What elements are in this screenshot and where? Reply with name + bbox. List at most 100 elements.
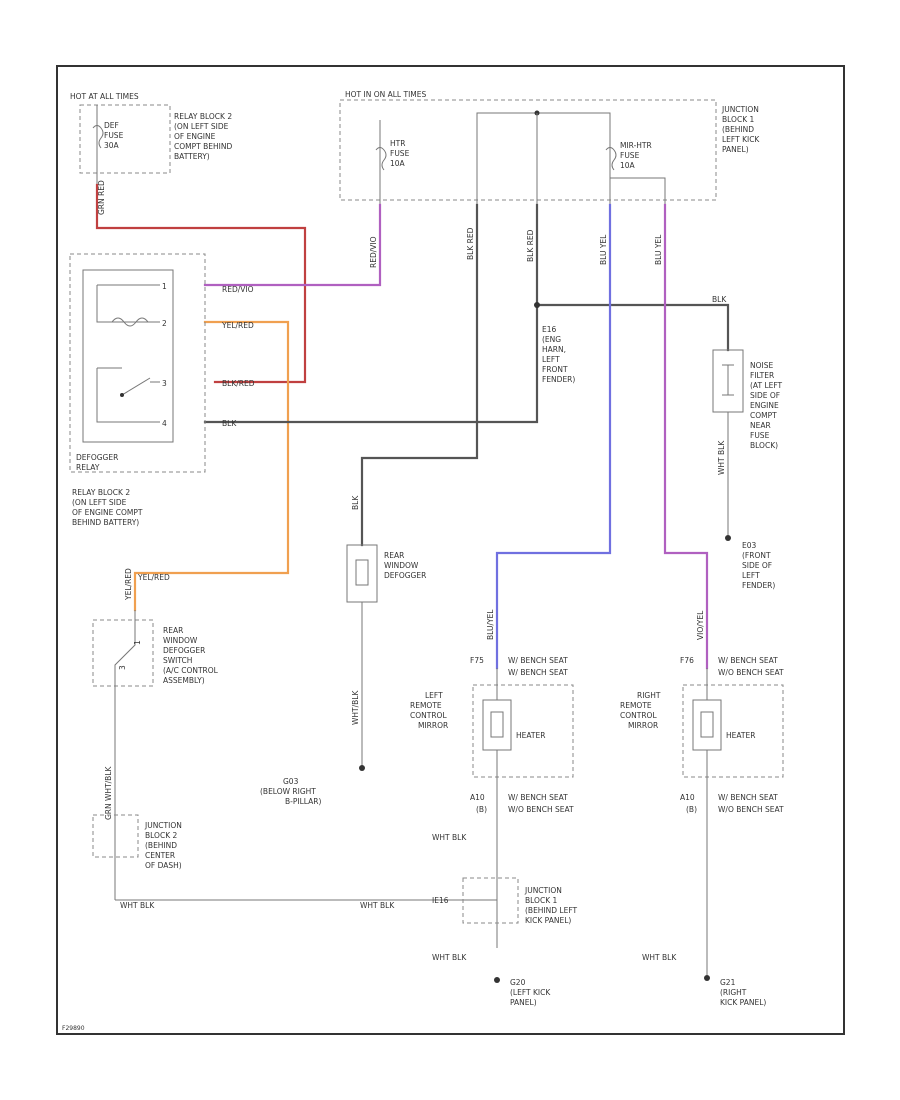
svg-text:F76: F76: [680, 656, 694, 665]
svg-text:WINDOW: WINDOW: [163, 636, 198, 645]
wire-code-switch: YEL/RED: [124, 568, 133, 601]
svg-text:W/O BENCH SEAT: W/O BENCH SEAT: [508, 805, 574, 814]
wire-code-bottom-2: WHT BLK: [360, 901, 395, 910]
wire-code-defog-blk: BLK: [351, 495, 360, 510]
svg-text:(FRONT: (FRONT: [742, 551, 771, 560]
wire-code-bottom-1: WHT BLK: [120, 901, 155, 910]
svg-text:W/ BENCH SEAT: W/ BENCH SEAT: [718, 793, 778, 802]
footer-code: F29890: [62, 1025, 85, 1032]
capacitor-icon: [722, 364, 734, 396]
junction-block-2: JUNCTION BLOCK 2 (BEHIND CENTER OF DASH): [92, 814, 182, 870]
left-heater-body: [482, 699, 512, 751]
svg-text:E03: E03: [742, 541, 757, 550]
switch-outline: [92, 619, 154, 687]
junction-bus: [476, 112, 611, 205]
wire-code-defog-wht: WHT/BLK: [351, 690, 360, 725]
wire-black-relay-4: [203, 203, 539, 424]
svg-text:ENGINE: ENGINE: [750, 401, 779, 410]
svg-text:(BEHIND LEFT: (BEHIND LEFT: [525, 906, 578, 915]
svg-text:PANEL): PANEL): [722, 145, 749, 154]
svg-text:FUSE: FUSE: [750, 431, 770, 440]
ground-g03-icon: [359, 765, 365, 771]
wire-black-defogger: [360, 203, 479, 547]
svg-text:FUSE: FUSE: [390, 149, 410, 158]
relay-name-2: RELAY: [76, 463, 100, 472]
svg-text:2: 2: [162, 319, 167, 328]
top-left-power-label: HOT AT ALL TIMES: [70, 92, 139, 101]
svg-text:(AT LEFT: (AT LEFT: [750, 381, 783, 390]
svg-text:REMOTE: REMOTE: [620, 701, 652, 710]
svg-text:F75: F75: [470, 656, 484, 665]
svg-text:FILTER: FILTER: [750, 371, 774, 380]
coil-icon: [111, 317, 149, 327]
htr-fuse-name: HTR: [390, 139, 405, 148]
svg-text:KICK PANEL): KICK PANEL): [525, 916, 571, 925]
svg-text:4: 4: [162, 419, 167, 428]
relay-wire-2: YEL/RED: [221, 321, 254, 330]
svg-text:LEFT: LEFT: [425, 691, 443, 700]
right-heater-body: [692, 699, 722, 751]
j1-connector: IE16: [432, 896, 449, 905]
wire-orange-switch: [133, 320, 290, 612]
relay-block-desc: RELAY BLOCK 2 (ON LEFT SIDE OF ENGINE CO…: [72, 488, 143, 527]
svg-text:BLOCK 1: BLOCK 1: [722, 115, 754, 124]
right-heater-icon: [700, 711, 714, 738]
right-mirror: VIO/YEL F76 W/ BENCH SEAT W/O BENCH SEAT…: [620, 610, 784, 975]
svg-text:JUNCTION: JUNCTION: [524, 886, 562, 895]
wire-code-grn-red: GRN RED: [97, 180, 106, 215]
svg-text:A10: A10: [470, 793, 485, 802]
wire-code-noise: WHT BLK: [717, 440, 726, 475]
relay-wire-1: RED/VIO: [222, 285, 254, 294]
left-heater-icon: [490, 711, 504, 738]
left-mirror-outline: [472, 684, 574, 778]
relay-body: [82, 269, 174, 443]
svg-text:(BELOW RIGHT: (BELOW RIGHT: [260, 787, 316, 796]
junction-block-1-bottom: JUNCTION BLOCK 1 (BEHIND LEFT KICK PANEL…: [462, 877, 578, 925]
wire-code-blu-yel-1: BLU YEL: [599, 234, 608, 265]
svg-text:OF DASH): OF DASH): [145, 861, 182, 870]
relay-block-outline: [69, 253, 206, 473]
svg-text:(LEFT KICK: (LEFT KICK: [510, 988, 551, 997]
svg-text:3: 3: [118, 665, 127, 670]
svg-text:FUSE: FUSE: [620, 151, 640, 160]
relay-pins: 1 2 3 4: [162, 282, 167, 428]
wire-code-left-mirror: BLU/YEL: [486, 609, 495, 640]
wire-code-blu-yel-2: BLU YEL: [654, 234, 663, 265]
svg-text:(ON LEFT SIDE: (ON LEFT SIDE: [72, 498, 127, 507]
svg-text:(RIGHT: (RIGHT: [720, 988, 747, 997]
wire-black-noise-filter: [535, 303, 730, 352]
svg-text:SIDE OF: SIDE OF: [750, 391, 780, 400]
ground-g21-label: G21 (RIGHT KICK PANEL): [720, 978, 766, 1007]
svg-text:A10: A10: [680, 793, 695, 802]
svg-text:OF ENGINE: OF ENGINE: [174, 132, 216, 141]
wire-violet-right-mirror: [663, 203, 709, 670]
svg-text:(A/C CONTROL: (A/C CONTROL: [163, 666, 219, 675]
wire-code-right-mirror: VIO/YEL: [696, 610, 705, 640]
relay-coil: [96, 284, 160, 323]
svg-text:CONTROL: CONTROL: [620, 711, 657, 720]
ground-g20-icon: [494, 977, 500, 983]
diagram-frame: [56, 65, 845, 1035]
svg-text:MIRROR: MIRROR: [628, 721, 658, 730]
svg-text:W/ BENCH SEAT: W/ BENCH SEAT: [508, 668, 568, 677]
wire-red-def: [95, 183, 307, 384]
ground-g20-label: G20 (LEFT KICK PANEL): [510, 978, 551, 1007]
junction-block-1-fuses: HOT IN ON ALL TIMES HTR FUSE 10A MIR-HTR…: [339, 90, 760, 205]
svg-text:NEAR: NEAR: [750, 421, 771, 430]
relay-name: DEFOGGER: [76, 453, 118, 462]
svg-text:W/ BENCH SEAT: W/ BENCH SEAT: [508, 793, 568, 802]
ground-e03: E03 (FRONT SIDE OF LEFT FENDER): [725, 535, 775, 590]
svg-text:HEATER: HEATER: [516, 731, 545, 740]
wire-code-blk-red-2: BLK RED: [526, 229, 535, 262]
svg-text:(BEHIND: (BEHIND: [145, 841, 177, 850]
svg-text:LEFT KICK: LEFT KICK: [722, 135, 760, 144]
switch-contact-icon: [114, 610, 136, 700]
ground-e16-label: E16 (ENG HARN, LEFT FRONT FENDER): [542, 325, 575, 384]
svg-text:W/O BENCH SEAT: W/O BENCH SEAT: [718, 668, 784, 677]
svg-text:SWITCH: SWITCH: [163, 656, 192, 665]
svg-text:BLOCK 2: BLOCK 2: [145, 831, 177, 840]
junction-block-1-desc: JUNCTION BLOCK 1 (BEHIND LEFT KICK PANEL…: [721, 105, 760, 154]
svg-text:HARN,: HARN,: [542, 345, 566, 354]
top-left-block-desc: RELAY BLOCK 2 (ON LEFT SIDE OF ENGINE CO…: [174, 112, 232, 161]
